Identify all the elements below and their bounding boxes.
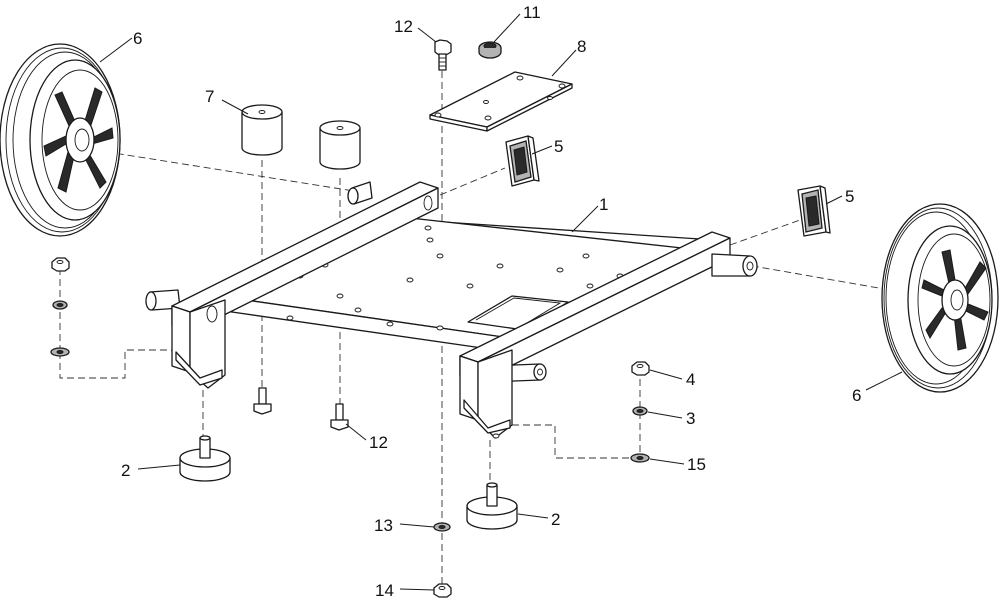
end-cap-part-5-left	[505, 135, 540, 187]
foot-left-part-2	[179, 435, 231, 482]
nut-part-4	[631, 361, 650, 376]
callout-15: 15	[687, 455, 706, 474]
callout-6-left: 6	[133, 29, 142, 48]
callout-13: 13	[374, 516, 393, 535]
callout-3: 3	[686, 409, 695, 428]
foot-right-part-2	[466, 482, 518, 530]
nut-part-14	[433, 583, 452, 598]
lock-washer-part-3	[632, 406, 648, 416]
callout-8: 8	[577, 37, 586, 56]
callout-2-left: 2	[121, 461, 130, 480]
nut-left	[51, 257, 70, 272]
wheel-left-part-6	[0, 43, 121, 237]
callout-4: 4	[686, 370, 695, 389]
wheel-left-spokes	[43, 87, 114, 193]
flat-washer-part-15	[630, 453, 650, 463]
callout-5-left: 5	[554, 137, 563, 156]
callout-2-right: 2	[551, 510, 560, 529]
leader-lines	[99, 13, 903, 591]
lock-washer-left	[52, 300, 68, 310]
callout-7: 7	[205, 87, 214, 106]
end-cap-part-5-right	[797, 185, 831, 237]
bolt-mid-part-12	[330, 403, 349, 431]
callout-12-bottom: 12	[369, 433, 388, 452]
bolt-top-part-12	[434, 39, 452, 71]
callout-5-right: 5	[845, 187, 854, 206]
bolt-left-part-12	[253, 387, 272, 415]
callout-12-top: 12	[394, 17, 413, 36]
wheel-right-part-6	[881, 203, 999, 393]
frame-part-1	[145, 181, 758, 439]
callout-11: 11	[523, 3, 541, 22]
plate-part-8	[429, 71, 573, 132]
callout-6-right: 6	[852, 386, 861, 405]
callout-1: 1	[599, 195, 608, 214]
washer-part-13	[433, 522, 451, 532]
flat-washer-left	[50, 347, 70, 357]
grommet-part-11	[478, 41, 502, 59]
rubber-mount-part-7	[241, 104, 361, 170]
callouts: 1 2 2 3 4 5 5 6 6 7 8 11 12 12 13 14 15	[121, 3, 861, 600]
callout-14: 14	[375, 581, 394, 600]
